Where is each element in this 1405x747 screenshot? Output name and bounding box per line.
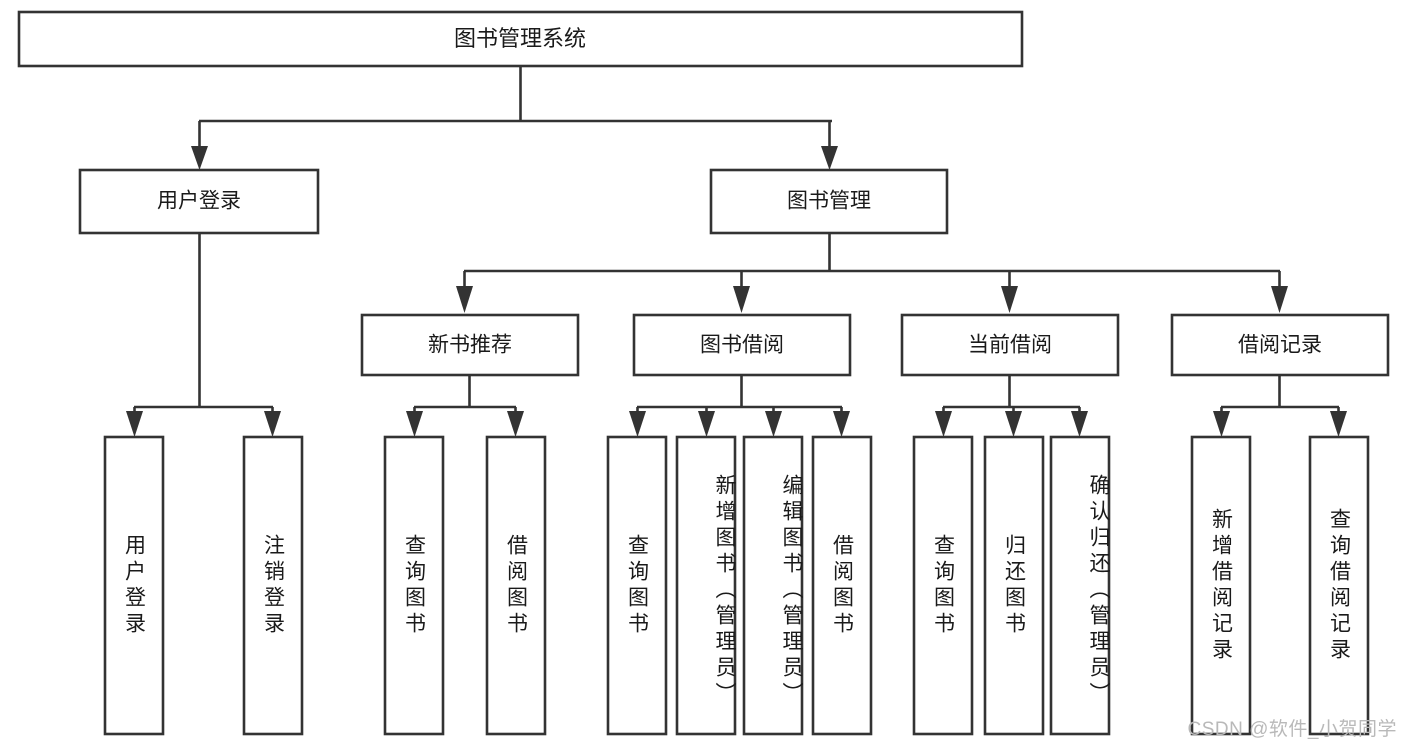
arrowhead-to-book-manage xyxy=(821,146,838,170)
arrowhead-leaf-user-login xyxy=(126,411,143,437)
user-login-box[interactable] xyxy=(78,168,320,235)
leaf-box-borrow-edit[interactable] xyxy=(742,435,804,736)
book-manage-box[interactable] xyxy=(709,168,949,235)
leaf-box-borrow-query[interactable] xyxy=(606,435,668,736)
arrowhead-leaf-borrow-add xyxy=(698,411,715,437)
arrowhead-leaf-logout xyxy=(264,411,281,437)
arrowhead-to-book-borrow xyxy=(733,286,750,313)
arrowhead-leaf-current-return xyxy=(1005,411,1022,437)
current-borrow-label: 当前借阅 xyxy=(968,334,1052,357)
node-current-borrow[interactable]: 当前借阅 xyxy=(900,313,1120,377)
arrowhead-leaf-newbook-borrow xyxy=(507,411,524,437)
book-borrow-label: 图书借阅 xyxy=(700,334,784,357)
arrowhead-leaf-borrow-edit xyxy=(765,411,782,437)
leaf-box-newbook-borrow[interactable] xyxy=(485,435,547,736)
new-book-recommend-box[interactable] xyxy=(360,313,580,377)
node-book-borrow[interactable]: 图书借阅 xyxy=(632,313,852,377)
connector-layer xyxy=(126,66,1347,437)
new-book-recommend-label: 新书推荐 xyxy=(428,334,512,357)
leaf-box-current-return[interactable] xyxy=(983,435,1045,736)
arrowhead-leaf-current-query xyxy=(935,411,952,437)
node-user-login[interactable]: 用户登录 xyxy=(78,168,320,235)
root-box[interactable] xyxy=(17,10,1024,68)
arrowhead-leaf-records-add xyxy=(1213,411,1230,437)
leaf-box-records-query[interactable] xyxy=(1308,435,1370,736)
node-book-manage[interactable]: 图书管理 xyxy=(709,168,949,235)
leaf-box-user-login[interactable] xyxy=(103,435,165,736)
arrowhead-to-borrow-records xyxy=(1271,286,1288,313)
arrowhead-leaf-borrow-query xyxy=(629,411,646,437)
node-root[interactable]: 图书管理系统 xyxy=(17,10,1024,68)
leaf-box-current-query[interactable] xyxy=(912,435,974,736)
borrow-records-box[interactable] xyxy=(1170,313,1390,377)
arrowhead-to-user-login xyxy=(191,146,208,170)
book-borrow-box[interactable] xyxy=(632,313,852,377)
leaf-box-borrow-borrow[interactable] xyxy=(811,435,873,736)
arrowhead-leaf-current-confirm xyxy=(1071,411,1088,437)
arrowhead-leaf-newbook-query xyxy=(406,411,423,437)
book-manage-label: 图书管理 xyxy=(787,190,871,213)
leaf-box-records-add[interactable] xyxy=(1190,435,1252,736)
arrowhead-leaf-borrow-borrow xyxy=(833,411,850,437)
leaf-box-borrow-add[interactable] xyxy=(675,435,737,736)
borrow-records-label: 借阅记录 xyxy=(1238,334,1322,357)
leaf-box-current-confirm[interactable] xyxy=(1049,435,1111,736)
node-new-book-recommend[interactable]: 新书推荐 xyxy=(360,313,580,377)
leaf-box-newbook-query[interactable] xyxy=(383,435,445,736)
arrowhead-to-current-borrow xyxy=(1001,286,1018,313)
current-borrow-box[interactable] xyxy=(900,313,1120,377)
user-login-label: 用户登录 xyxy=(157,190,241,213)
arrowhead-leaf-records-query xyxy=(1330,411,1347,437)
node-borrow-records[interactable]: 借阅记录 xyxy=(1170,313,1390,377)
leaf-box-logout[interactable] xyxy=(242,435,304,736)
arrowhead-to-new-book-recommend xyxy=(456,286,473,313)
root-label: 图书管理系统 xyxy=(454,26,586,51)
leaf-box-layer xyxy=(103,435,1370,736)
